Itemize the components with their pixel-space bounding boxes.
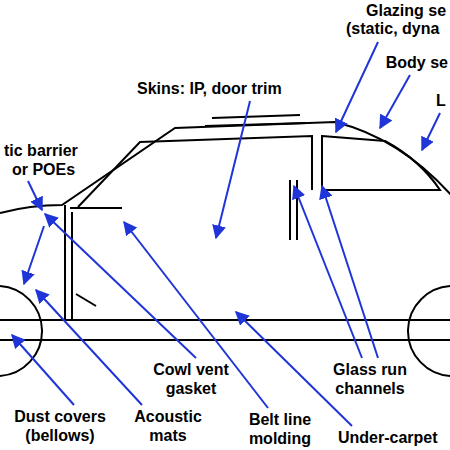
part-label: (static, dyna <box>346 19 439 38</box>
part-label: Cowl vent gasket <box>145 360 237 398</box>
part-label: Acoustic mats <box>126 407 210 445</box>
part-label: Glass run channels <box>322 360 418 398</box>
part-label: Belt line molding <box>238 410 322 448</box>
part-label: Under-carpet <box>338 428 438 447</box>
part-label: Body se <box>386 53 448 72</box>
part-label: L <box>436 91 446 110</box>
car-outline <box>0 115 450 376</box>
part-label: Glazing se <box>366 1 446 20</box>
part-label: Skins: IP, door trim <box>137 79 282 98</box>
part-label: or POEs <box>12 160 75 179</box>
leader-lines <box>12 42 440 426</box>
part-label: tic barrier <box>4 141 78 160</box>
part-label: Dust covers (bellows) <box>6 407 114 445</box>
